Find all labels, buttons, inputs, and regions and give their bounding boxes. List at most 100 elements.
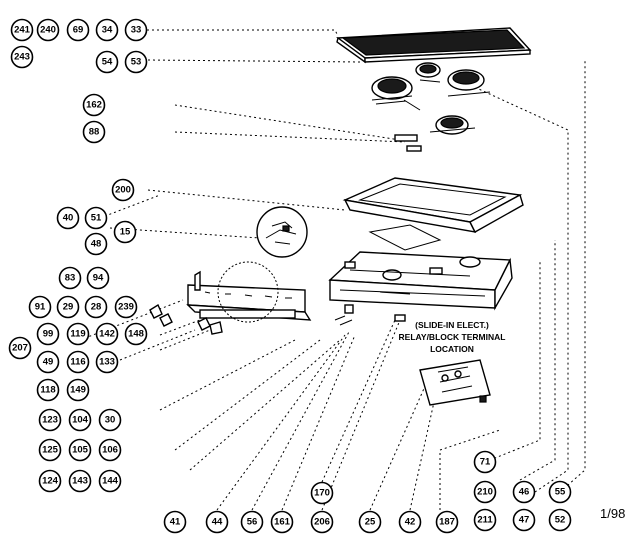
svg-text:104: 104 <box>72 415 89 426</box>
svg-text:51: 51 <box>91 213 102 224</box>
callout: 91 <box>28 295 52 319</box>
svg-text:25: 25 <box>365 517 376 528</box>
element-tray <box>342 177 524 233</box>
callouts: 241 240 69 34 33 243 54 53 162 88 200 40… <box>8 18 572 534</box>
svg-text:91: 91 <box>35 302 46 313</box>
callout: 211 <box>473 508 497 532</box>
svg-text:106: 106 <box>102 445 118 456</box>
date-code: 1/98 <box>600 506 625 521</box>
svg-text:123: 123 <box>42 415 58 426</box>
svg-text:207: 207 <box>12 343 28 354</box>
radiant-elements <box>371 62 491 152</box>
callout: 88 <box>82 120 106 144</box>
svg-text:42: 42 <box>405 517 416 528</box>
svg-text:34: 34 <box>102 25 113 36</box>
svg-text:55: 55 <box>555 487 566 498</box>
control-panel <box>149 261 312 335</box>
svg-text:243: 243 <box>14 52 30 63</box>
callout: 56 <box>240 510 264 534</box>
callout: 143 <box>68 469 92 493</box>
note-line-2: RELAY/BLOCK TERMINAL <box>399 332 506 342</box>
detail-inset <box>256 206 308 258</box>
callout: 53 <box>124 50 148 74</box>
callout: 33 <box>124 18 148 42</box>
svg-text:88: 88 <box>89 127 100 138</box>
svg-text:210: 210 <box>477 487 493 498</box>
callout: 51 <box>84 206 108 230</box>
callout: 241 <box>10 18 34 42</box>
svg-text:200: 200 <box>115 185 131 196</box>
callout: 170 <box>310 481 334 505</box>
svg-text:33: 33 <box>131 25 142 36</box>
svg-text:41: 41 <box>170 517 181 528</box>
svg-text:48: 48 <box>91 239 102 250</box>
callout: 41 <box>163 510 187 534</box>
svg-text:83: 83 <box>65 273 76 284</box>
callout: 83 <box>58 266 82 290</box>
svg-text:239: 239 <box>118 302 134 313</box>
callout: 118 <box>36 378 60 402</box>
callout: 25 <box>358 510 382 534</box>
callout: 99 <box>36 322 60 346</box>
svg-text:144: 144 <box>102 476 119 487</box>
callout: 119 <box>66 322 90 346</box>
callout: 49 <box>36 350 60 374</box>
callout: 123 <box>38 408 62 432</box>
svg-text:99: 99 <box>43 329 54 340</box>
callout: 55 <box>548 480 572 504</box>
svg-text:46: 46 <box>519 487 530 498</box>
svg-text:133: 133 <box>99 357 115 368</box>
callout: 34 <box>95 18 119 42</box>
svg-text:149: 149 <box>70 385 86 396</box>
callout: 187 <box>435 510 459 534</box>
callout: 40 <box>56 206 80 230</box>
svg-text:125: 125 <box>42 445 59 456</box>
callout: 69 <box>66 18 90 42</box>
relay-block <box>419 359 491 406</box>
callout: 104 <box>68 408 92 432</box>
callout: 105 <box>68 438 92 462</box>
svg-text:118: 118 <box>40 385 55 396</box>
callout: 210 <box>473 480 497 504</box>
svg-text:119: 119 <box>70 329 85 340</box>
callout: 144 <box>98 469 122 493</box>
small-parts <box>334 304 406 326</box>
burner-box <box>328 224 513 311</box>
svg-text:15: 15 <box>120 227 131 238</box>
svg-text:47: 47 <box>519 515 530 526</box>
svg-text:241: 241 <box>14 25 31 36</box>
callout: 200 <box>111 178 135 202</box>
svg-text:105: 105 <box>72 445 89 456</box>
svg-text:170: 170 <box>314 488 330 499</box>
svg-text:28: 28 <box>91 302 102 313</box>
callout: 148 <box>124 322 148 346</box>
cooktop-glass <box>336 27 532 64</box>
callout: 47 <box>512 508 536 532</box>
callout: 206 <box>310 510 334 534</box>
callout: 30 <box>98 408 122 432</box>
callout: 240 <box>36 18 60 42</box>
callout: 125 <box>38 438 62 462</box>
svg-text:161: 161 <box>274 517 291 528</box>
svg-text:29: 29 <box>63 302 74 313</box>
callout: 133 <box>95 350 119 374</box>
svg-text:206: 206 <box>314 517 330 528</box>
callout: 116 <box>66 350 90 374</box>
svg-text:69: 69 <box>73 25 84 36</box>
svg-text:52: 52 <box>555 515 566 526</box>
callout: 142 <box>95 322 119 346</box>
callout: 48 <box>84 232 108 256</box>
svg-text:49: 49 <box>43 357 54 368</box>
svg-text:240: 240 <box>40 25 56 36</box>
note-line-1: (SLIDE-IN ELECT.) <box>415 320 489 330</box>
callout: 239 <box>114 295 138 319</box>
callout: 106 <box>98 438 122 462</box>
relay-location-note: (SLIDE-IN ELECT.) RELAY/BLOCK TERMINAL L… <box>399 320 506 354</box>
svg-text:71: 71 <box>480 457 491 468</box>
callout: 29 <box>56 295 80 319</box>
svg-text:40: 40 <box>63 213 74 224</box>
callout: 161 <box>270 510 294 534</box>
callout: 52 <box>548 508 572 532</box>
callout: 149 <box>66 378 90 402</box>
